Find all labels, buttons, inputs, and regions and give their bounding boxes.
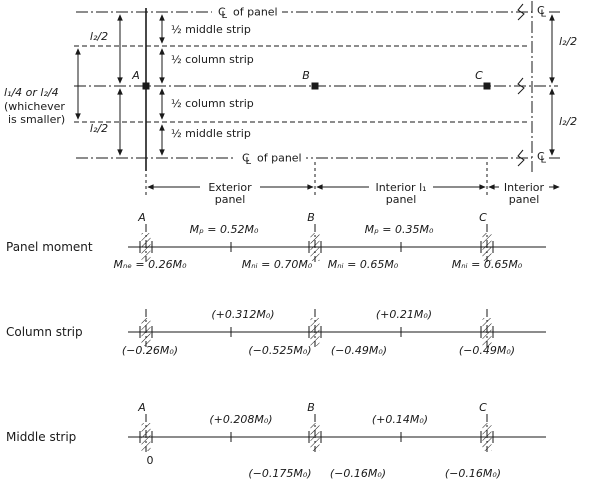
span-exterior-label-1: Exterior: [208, 181, 252, 194]
middle-strip-neg-c: (−0.16M₀): [445, 467, 501, 480]
support-symbol-c: [480, 224, 494, 262]
cl-symbol-c: C: [537, 150, 545, 163]
support-symbol-a: [139, 309, 153, 347]
label-mask: [212, 4, 282, 18]
column-strip-row-label: Column strip: [6, 325, 83, 339]
point-c-marker: [483, 82, 491, 90]
strip-width-label-2: (whichever: [4, 100, 65, 113]
column-strip-pos-bc: (+0.21M₀): [376, 308, 432, 321]
dim-l2-right-bottom-label: l₂/2: [559, 115, 577, 128]
support-a-label: A: [137, 401, 146, 414]
column-strip-neg-a: (−0.26M₀): [122, 344, 178, 357]
panel-moment-neg-b-right: Mₙᵢ = 0.65M₀: [328, 258, 399, 271]
support-c-label: C: [479, 401, 487, 414]
column-strip-diagram: Column strip (+0.312M₀) (+0.21M₀) (−0.26…: [6, 308, 546, 357]
cl-symbol-c: C: [218, 6, 226, 19]
cl-symbol-l: L: [541, 9, 547, 20]
support-symbol-b: [308, 414, 322, 452]
middle-strip-pos-ab: (+0.208M₀): [209, 413, 272, 426]
panel-moment-pos-ab: Mₚ = 0.52M₀: [190, 223, 259, 236]
cl-symbol-c: C: [242, 152, 250, 165]
point-b-label: B: [302, 69, 310, 82]
centerline-symbol-icon: C L: [537, 4, 547, 20]
point-a-marker: [142, 82, 150, 90]
point-a-label: A: [131, 69, 140, 82]
centerline-symbol-icon: C L: [537, 150, 547, 166]
cl-of-panel-top-label: of panel: [233, 6, 278, 19]
centerline-symbol-icon: C L: [242, 152, 252, 168]
column-strip-neg-c: (−0.49M₀): [459, 344, 515, 357]
dim-l2-left-top-label: l₂/2: [90, 30, 108, 43]
support-symbol-a: [139, 224, 153, 262]
strip-width-label-3: is smaller): [8, 113, 65, 126]
cl-of-panel-bottom-label: of panel: [257, 152, 302, 165]
column-strip-pos-ab: (+0.312M₀): [211, 308, 274, 321]
panel-moment-neg-c: Mₙᵢ = 0.65M₀: [452, 258, 523, 271]
support-a-label: A: [137, 211, 146, 224]
half-middle-strip-bottom-label: ½ middle strip: [171, 127, 251, 140]
plan-view: C L of panel C L of panel C L C L A B: [4, 1, 577, 206]
label-mask: [533, 149, 549, 164]
half-column-strip-top-label: ½ column strip: [171, 53, 254, 66]
support-symbol-a: [139, 414, 153, 452]
middle-strip-pos-bc: (+0.14M₀): [372, 413, 428, 426]
half-column-strip-bottom-label: ½ column strip: [171, 97, 254, 110]
support-symbol-b: [308, 224, 322, 262]
panel-moment-neg-b-left: Mₙᵢ = 0.70M₀: [242, 258, 313, 271]
break-mark: [517, 149, 525, 167]
support-symbol-c: [480, 414, 494, 452]
panel-moment-neg-a: Mₙₑ = 0.26M₀: [113, 258, 187, 271]
middle-strip-neg-b-left: (−0.175M₀): [248, 467, 311, 480]
support-symbol-c: [480, 309, 494, 347]
middle-strip-neg-b-right: (−0.16M₀): [330, 467, 386, 480]
span-interior2-label-1: Interior: [504, 181, 545, 194]
label-mask: [236, 150, 306, 164]
centerline-symbol-icon: C L: [218, 6, 228, 22]
middle-strip-neg-a: 0: [147, 454, 154, 467]
cl-symbol-l: L: [541, 155, 547, 166]
dim-l2-left-bottom-label: l₂/2: [90, 122, 108, 135]
point-c-label: C: [475, 69, 483, 82]
panel-moment-pos-bc: Mₚ = 0.35M₀: [365, 223, 434, 236]
break-mark: [517, 3, 525, 21]
column-strip-neg-b-left: (−0.525M₀): [248, 344, 311, 357]
span-interior2-label-2: panel: [509, 193, 540, 206]
cl-symbol-l: L: [222, 10, 228, 21]
label-mask: [499, 181, 549, 193]
cl-symbol-l: L: [246, 156, 252, 167]
strip-width-label-1: l₁/4 or l₂/4: [4, 86, 59, 99]
label-mask: [533, 3, 549, 18]
break-mark: [517, 77, 525, 95]
span-exterior-label-2: panel: [215, 193, 246, 206]
label-mask: [200, 181, 260, 193]
support-b-label: B: [307, 211, 315, 224]
dim-l2-right-top-label: l₂/2: [559, 35, 577, 48]
panel-moment-row-label: Panel moment: [6, 240, 93, 254]
middle-strip-row-label: Middle strip: [6, 430, 76, 444]
cl-symbol-c: C: [537, 4, 545, 17]
half-middle-strip-top-label: ½ middle strip: [171, 23, 251, 36]
column-strip-neg-b-right: (−0.49M₀): [331, 344, 387, 357]
span-interior1-label-1: Interior l₁: [375, 181, 426, 194]
panel-moment-diagram: Panel moment A B C Mₚ = 0.52M₀ Mₚ =: [6, 211, 546, 271]
support-symbol-b: [308, 309, 322, 347]
point-b-marker: [311, 82, 319, 90]
middle-strip-diagram: Middle strip A B C (+0.208M₀) (+0.14M₀) …: [6, 401, 546, 480]
support-b-label: B: [307, 401, 315, 414]
label-mask: [369, 181, 433, 193]
span-interior1-label-2: panel: [386, 193, 417, 206]
support-c-label: C: [479, 211, 487, 224]
